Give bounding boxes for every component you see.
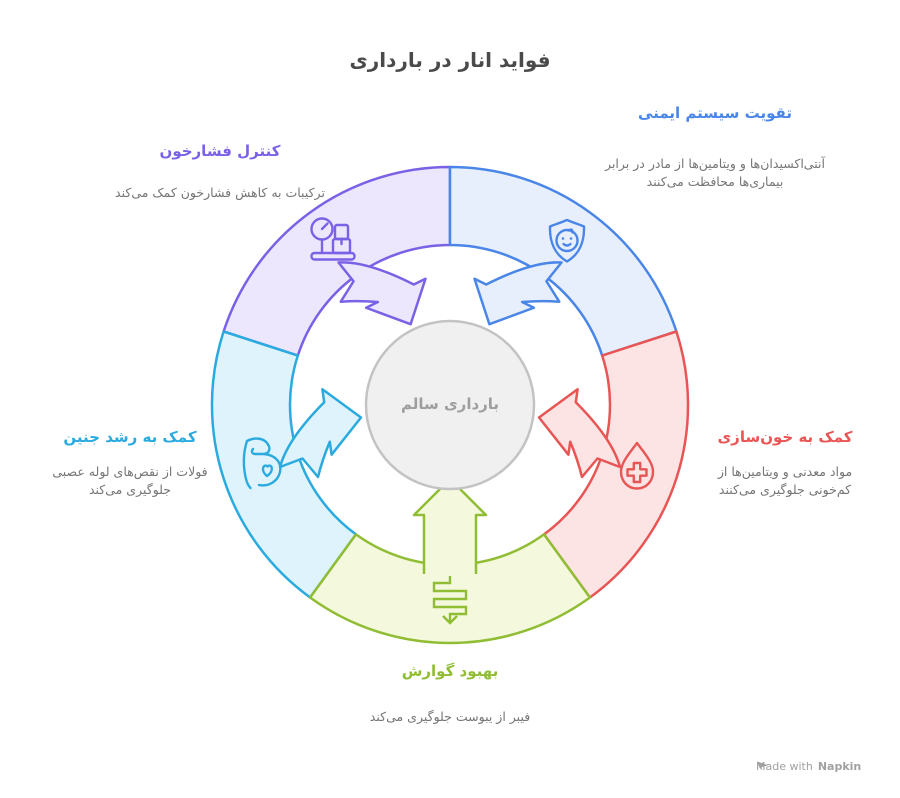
desc-blood-pressure: ترکیبات به کاهش فشارخون کمک می‌کند — [65, 184, 375, 202]
desc-line: آنتی‌اکسیدان‌ها و ویتامین‌ها از مادر در … — [605, 156, 825, 171]
arrow-digestion-fill — [414, 479, 486, 574]
segment-immune — [448, 165, 678, 357]
center-label: بارداری سالم — [400, 395, 500, 413]
desc-line: ترکیبات به کاهش فشارخون کمک می‌کند — [115, 185, 325, 200]
blood-drop-cross-icon — [619, 441, 655, 490]
arrow-immune — [473, 261, 563, 326]
segment-digestion — [308, 533, 592, 645]
inward-arrows — [278, 261, 622, 574]
intestine-arrow-icon — [432, 576, 468, 625]
heading-immune: تقویت سیستم ایمنی — [638, 104, 792, 122]
desc-line: مواد معدنی و ویتامین‌ها از — [717, 464, 853, 479]
desc-line: کم‌خونی جلوگیری می‌کنند — [718, 482, 852, 497]
baby-eye-right — [569, 237, 573, 240]
arrow-blood-formation — [537, 388, 622, 479]
made-with-text: Made with — [756, 760, 813, 773]
page-title: فواید انار در بارداری — [349, 48, 551, 72]
heading-fetal-growth: کمک به رشد جنین — [63, 428, 197, 446]
desc-line: بیماری‌ها محافظت می‌کنند — [646, 174, 784, 189]
baby-eye-left — [561, 237, 565, 240]
heading-blood-formation: کمک به خون‌سازی — [717, 428, 853, 446]
desc-line: جلوگیری می‌کند — [88, 482, 172, 497]
heading-blood-pressure: کنترل فشارخون — [159, 142, 281, 160]
arrow-blood-pressure — [337, 261, 427, 326]
desc-fetal-growth: فولات از نقص‌های لوله عصبی جلوگیری می‌کن… — [25, 463, 235, 499]
napkin-logo-icon — [756, 761, 769, 771]
pregnant-belly-heart-icon — [242, 437, 282, 490]
weight-scale-icon — [310, 217, 356, 261]
desc-line: فولات از نقص‌های لوله عصبی — [52, 464, 208, 479]
desc-line: فیبر از یبوست جلوگیری می‌کند — [369, 709, 531, 724]
shield-baby-icon — [548, 218, 586, 263]
desc-immune: آنتی‌اکسیدان‌ها و ویتامین‌ها از مادر در … — [560, 155, 870, 191]
desc-blood-formation: مواد معدنی و ویتامین‌ها از کم‌خونی جلوگی… — [685, 463, 885, 499]
made-with-napkin: Made with Napkin — [756, 760, 896, 773]
heading-digestion: بهبود گوارش — [401, 662, 499, 680]
center-circle — [364, 319, 536, 491]
arrow-fetal-growth — [278, 388, 363, 479]
desc-digestion: فیبر از یبوست جلوگیری می‌کند — [300, 708, 600, 726]
napkin-brand-text: Napkin — [817, 760, 862, 773]
